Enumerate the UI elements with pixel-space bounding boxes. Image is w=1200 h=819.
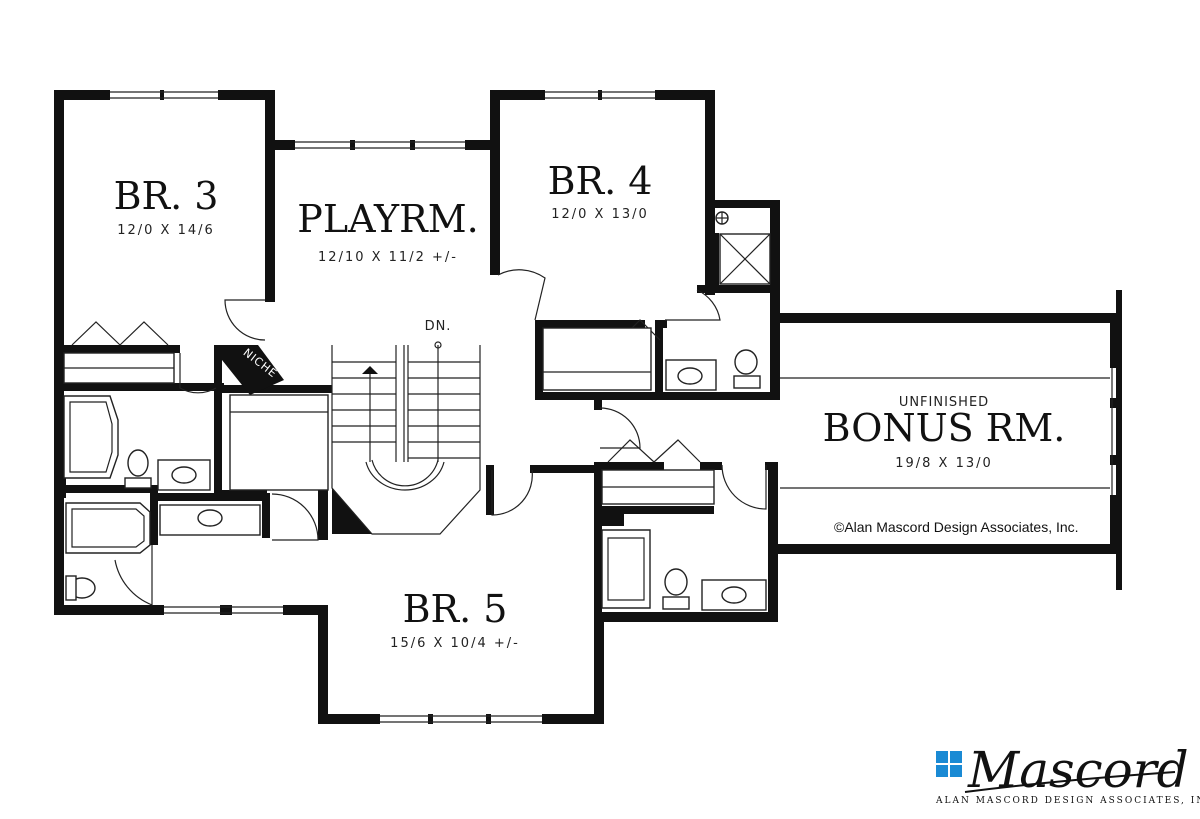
bath-fixtures xyxy=(63,211,771,611)
door-swings xyxy=(71,269,767,606)
stairs-down-label: DN. xyxy=(425,319,452,334)
br3-dims: 12/0 X 14/6 xyxy=(117,223,215,238)
bonus-dims: 19/8 X 13/0 xyxy=(895,456,993,471)
playrm-dims: 12/10 X 11/2 +/- xyxy=(318,250,458,265)
bonus-unfinished-label: UNFINISHED xyxy=(899,395,989,410)
br4-name: BR. 4 xyxy=(548,159,653,203)
logo-wordmark: Mascord xyxy=(967,741,1189,799)
stairs xyxy=(331,341,481,535)
logo-subtitle: ALAN MASCORD DESIGN ASSOCIATES, INC. xyxy=(935,796,1200,806)
walls xyxy=(54,90,1122,724)
room-labels: BR. 3 12/0 X 14/6 PLAYRM. 12/10 X 11/2 +… xyxy=(114,159,1066,651)
copyright-text: ©Alan Mascord Design Associates, Inc. xyxy=(834,519,1079,535)
logo-mark-icon xyxy=(936,751,962,777)
mascord-logo: Mascord ALAN MASCORD DESIGN ASSOCIATES, … xyxy=(935,741,1200,806)
br5-dims: 15/6 X 10/4 +/- xyxy=(390,636,520,651)
window-lines xyxy=(110,91,1113,723)
playrm-name: PLAYRM. xyxy=(297,197,478,241)
br3-name: BR. 3 xyxy=(114,174,219,218)
closet-rods xyxy=(63,327,715,505)
br4-dims: 12/0 X 13/0 xyxy=(551,207,649,222)
br5-name: BR. 5 xyxy=(403,587,508,631)
bonus-name: BONUS RM. xyxy=(823,406,1066,450)
